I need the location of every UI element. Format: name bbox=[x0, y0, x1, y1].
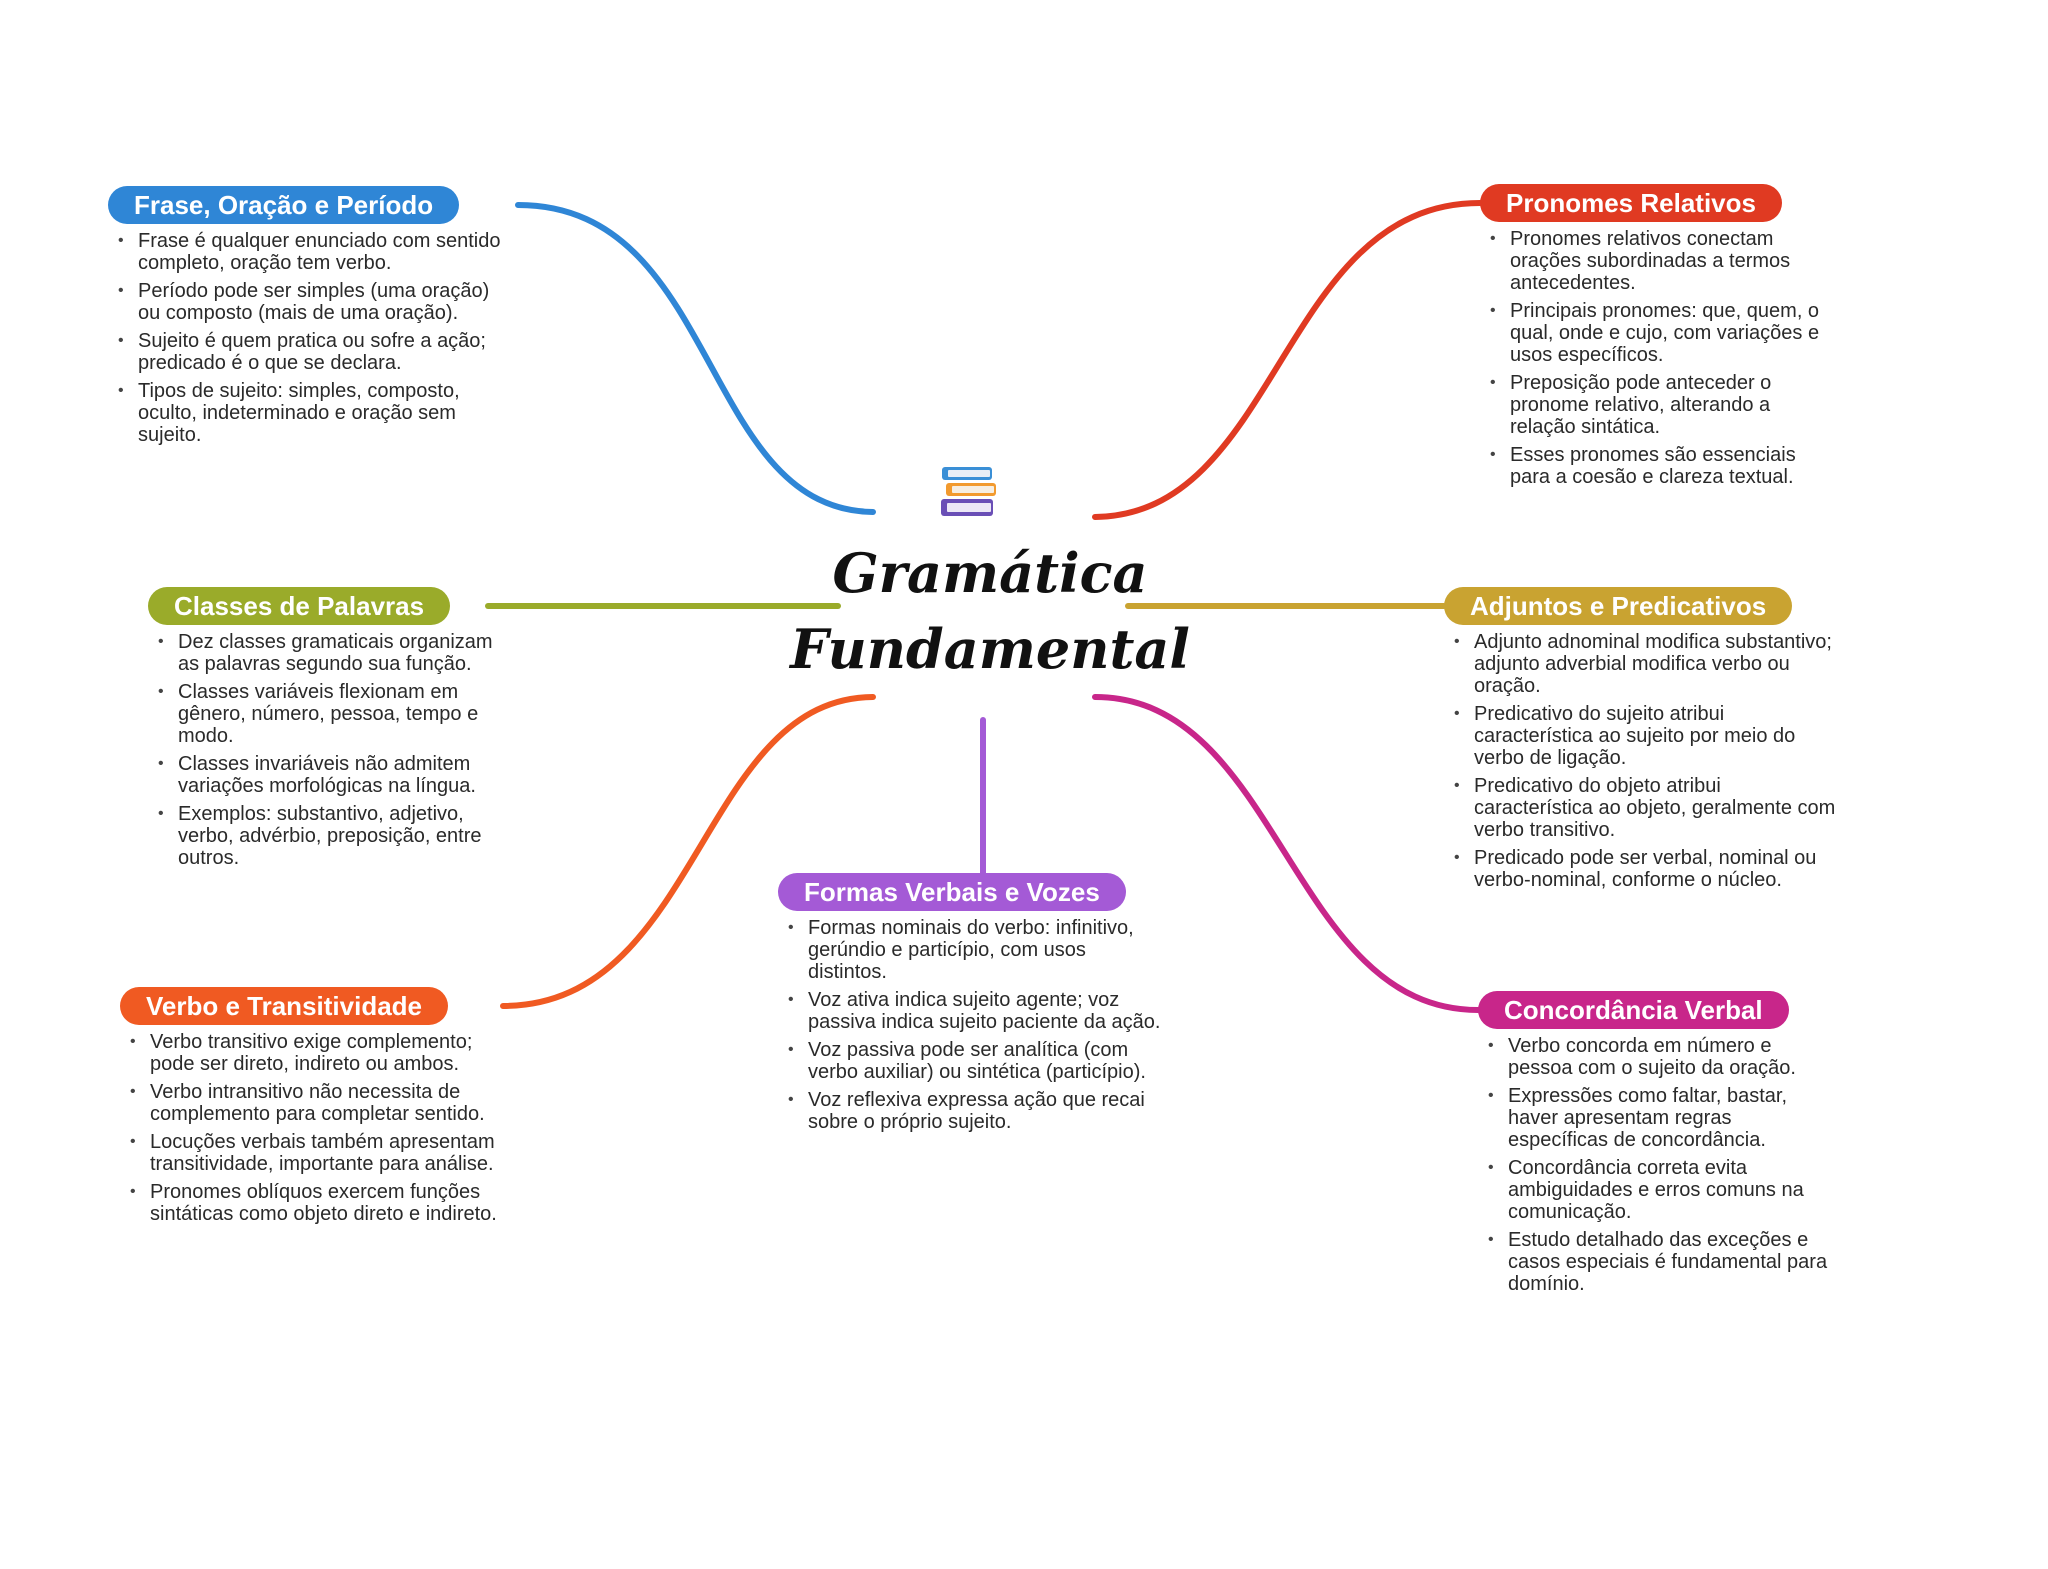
branch-frase-list: Frase é qualquer enunciado com sentido c… bbox=[114, 230, 508, 446]
central-title-line2: Fundamental bbox=[790, 617, 1190, 681]
connector-frase bbox=[515, 202, 876, 515]
list-item: Predicado pode ser verbal, nominal ou ve… bbox=[1450, 847, 1844, 891]
branch-frase-title: Frase, Oração e Período bbox=[108, 186, 460, 224]
branch-classes: Classes de Palavras Dez classes gramatic… bbox=[148, 587, 508, 875]
list-item: Classes variáveis flexionam em gênero, n… bbox=[154, 681, 508, 747]
branch-concordancia-list: Verbo concorda em número e pessoa com o … bbox=[1484, 1035, 1828, 1295]
branch-verbo: Verbo e Transitividade Verbo transitivo … bbox=[120, 987, 500, 1231]
list-item: Formas nominais do verbo: infinitivo, ge… bbox=[784, 917, 1168, 983]
list-item: Adjunto adnominal modifica substantivo; … bbox=[1450, 631, 1844, 697]
list-item: Pronomes oblíquos exercem funções sintát… bbox=[126, 1181, 500, 1225]
branch-adjuntos-list: Adjunto adnominal modifica substantivo; … bbox=[1450, 631, 1844, 891]
list-item: Pronomes relativos conectam orações subo… bbox=[1486, 228, 1820, 294]
list-item: Classes invariáveis não admitem variaçõe… bbox=[154, 753, 508, 797]
branch-formas: Formas Verbais e Vozes Formas nominais d… bbox=[778, 873, 1168, 1139]
branch-verbo-list: Verbo transitivo exige complemento; pode… bbox=[126, 1031, 500, 1225]
list-item: Voz reflexiva expressa ação que recai so… bbox=[784, 1089, 1168, 1133]
list-item: Exemplos: substantivo, adjetivo, verbo, … bbox=[154, 803, 508, 869]
branch-concordancia-title: Concordância Verbal bbox=[1478, 991, 1789, 1029]
branch-pronomes-title: Pronomes Relativos bbox=[1480, 184, 1782, 222]
connector-concordancia bbox=[1092, 694, 1481, 1013]
list-item: Frase é qualquer enunciado com sentido c… bbox=[114, 230, 508, 274]
branch-adjuntos-title: Adjuntos e Predicativos bbox=[1444, 587, 1793, 625]
list-item: Predicativo do sujeito atribui caracterí… bbox=[1450, 703, 1844, 769]
list-item: Voz passiva pode ser analítica (com verb… bbox=[784, 1039, 1168, 1083]
list-item: Esses pronomes são essenciais para a coe… bbox=[1486, 444, 1820, 488]
list-item: Concordância correta evita ambiguidades … bbox=[1484, 1157, 1828, 1223]
list-item: Locuções verbais também apresentam trans… bbox=[126, 1131, 500, 1175]
branch-pronomes-list: Pronomes relativos conectam orações subo… bbox=[1486, 228, 1820, 488]
central-title-line1: Gramática bbox=[832, 541, 1148, 605]
central-topic: Gramática Fundamental bbox=[790, 455, 1190, 715]
branch-verbo-title: Verbo e Transitividade bbox=[120, 987, 448, 1025]
connector-pronomes bbox=[1092, 200, 1483, 520]
branch-classes-title: Classes de Palavras bbox=[148, 587, 451, 625]
branch-formas-list: Formas nominais do verbo: infinitivo, ge… bbox=[784, 917, 1168, 1133]
list-item: Verbo concorda em número e pessoa com o … bbox=[1484, 1035, 1828, 1079]
branch-pronomes: Pronomes Relativos Pronomes relativos co… bbox=[1480, 184, 1820, 494]
list-item: Predicativo do objeto atribui caracterís… bbox=[1450, 775, 1844, 841]
branch-concordancia: Concordância Verbal Verbo concorda em nú… bbox=[1478, 991, 1828, 1301]
branch-formas-title: Formas Verbais e Vozes bbox=[778, 873, 1126, 911]
list-item: Verbo transitivo exige complemento; pode… bbox=[126, 1031, 500, 1075]
list-item: Tipos de sujeito: simples, composto, ocu… bbox=[114, 380, 508, 446]
branch-frase: Frase, Oração e Período Frase é qualquer… bbox=[108, 186, 508, 452]
list-item: Preposição pode anteceder o pronome rela… bbox=[1486, 372, 1820, 438]
branch-classes-list: Dez classes gramaticais organizam as pal… bbox=[154, 631, 508, 869]
central-title: Gramática Fundamental bbox=[790, 535, 1190, 687]
books-icon bbox=[941, 467, 996, 516]
branch-adjuntos: Adjuntos e Predicativos Adjunto adnomina… bbox=[1444, 587, 1844, 897]
list-item: Verbo intransitivo não necessita de comp… bbox=[126, 1081, 500, 1125]
list-item: Período pode ser simples (uma oração) ou… bbox=[114, 280, 508, 324]
list-item: Sujeito é quem pratica ou sofre a ação; … bbox=[114, 330, 508, 374]
list-item: Estudo detalhado das exceções e casos es… bbox=[1484, 1229, 1828, 1295]
list-item: Principais pronomes: que, quem, o qual, … bbox=[1486, 300, 1820, 366]
list-item: Voz ativa indica sujeito agente; voz pas… bbox=[784, 989, 1168, 1033]
list-item: Dez classes gramaticais organizam as pal… bbox=[154, 631, 508, 675]
list-item: Expressões como faltar, bastar, haver ap… bbox=[1484, 1085, 1828, 1151]
connector-verbo bbox=[500, 694, 876, 1009]
